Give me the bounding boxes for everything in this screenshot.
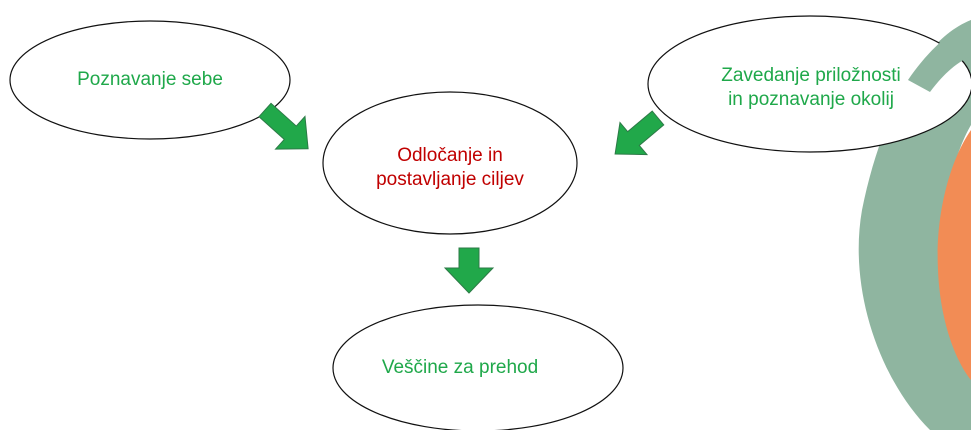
arrow-decision-to-skills	[443, 247, 495, 294]
node-decision-label: Odločanje in postavljanje ciljev	[330, 144, 570, 192]
node-opportunity-ellipse	[647, 15, 971, 153]
opportunity-line-1: Zavedanje priložnosti	[721, 65, 901, 86]
node-decision-ellipse	[322, 91, 578, 235]
node-transition-skills-ellipse	[332, 304, 624, 430]
node-transition-skills-label: Veščine za prehod	[340, 356, 580, 380]
node-opportunity-label: Zavedanje priložnosti in poznavanje okol…	[676, 64, 946, 112]
node-self-knowledge-ellipse	[9, 20, 291, 140]
arrow-self-to-decision	[258, 102, 309, 150]
logo-green-overlap	[908, 20, 971, 92]
transition-skills-text: Veščine za prehod	[381, 357, 539, 378]
arrow-opportunity-to-decision	[614, 110, 665, 156]
node-self-knowledge-label: Poznavanje sebe	[30, 68, 270, 92]
logo-orange-shape	[937, 130, 971, 380]
decision-line-1: Odločanje in	[397, 145, 503, 166]
self-knowledge-text: Poznavanje sebe	[77, 69, 223, 90]
opportunity-line-2: in poznavanje okolij	[728, 89, 894, 110]
decision-line-2: postavljanje ciljev	[376, 169, 524, 190]
